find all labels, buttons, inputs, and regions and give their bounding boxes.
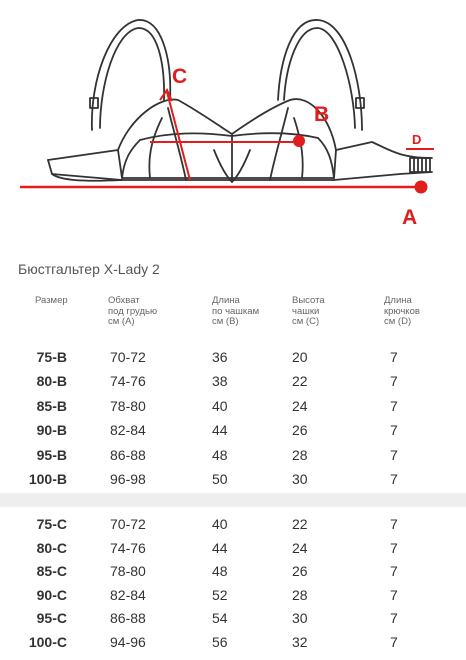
cell-size: 95-B	[36, 446, 67, 463]
cell-size: 100-B	[28, 471, 67, 487]
cell-cup-height: 32	[292, 634, 308, 650]
cell-underbust: 94-96	[110, 634, 146, 650]
table-row: 75-C 70-72 40 22 7	[0, 516, 466, 540]
cell-cup-length: 38	[212, 373, 228, 390]
bra-measurement-diagram: A B C D	[20, 19, 434, 229]
cell-hook-length: 7	[390, 471, 398, 487]
cell-cup-height: 22	[292, 516, 308, 532]
cell-cup-height: 24	[292, 397, 308, 414]
cell-hook-length: 7	[390, 373, 398, 390]
cell-cup-height: 26	[292, 563, 308, 580]
product-title: Бюстгальтер X-Lady 2	[18, 261, 160, 277]
cell-hook-length: 7	[390, 422, 398, 439]
cell-cup-height: 22	[292, 373, 308, 390]
cell-underbust: 82-84	[110, 422, 146, 439]
cell-cup-length: 50	[212, 471, 228, 487]
table-row: 100-C 94-96 56 32 7	[0, 634, 466, 658]
cell-underbust: 86-88	[110, 610, 146, 627]
table-row: 90-C 82-84 52 28 7	[0, 587, 466, 611]
cell-size: 85-B	[36, 397, 67, 414]
cell-hook-length: 7	[390, 349, 398, 365]
cell-underbust: 96-98	[110, 471, 146, 487]
right-strap	[277, 19, 363, 131]
group-divider	[0, 493, 466, 507]
cell-cup-height: 28	[292, 446, 308, 463]
cell-underbust: 86-88	[110, 446, 146, 463]
table-row: 95-B 86-88 48 28 7	[0, 447, 466, 471]
table-row: 85-B 78-80 40 24 7	[0, 398, 466, 422]
cell-size: 95-C	[36, 610, 67, 627]
left-cup	[117, 98, 233, 151]
cell-size: 90-B	[36, 422, 67, 439]
hook-area	[409, 157, 431, 173]
cell-hook-length: 7	[390, 586, 398, 603]
table-row: 95-C 86-88 54 30 7	[0, 610, 466, 634]
col-header-size: Размер	[35, 295, 68, 306]
cell-cup-height: 24	[292, 539, 308, 556]
cell-cup-length: 40	[212, 516, 228, 532]
cell-cup-length: 44	[212, 422, 228, 439]
cell-cup-height: 20	[292, 349, 308, 365]
cell-cup-length: 52	[212, 586, 228, 603]
cell-underbust: 78-80	[110, 563, 146, 580]
cell-size: 85-C	[36, 563, 67, 580]
table-row: 75-B 70-72 36 20 7	[0, 349, 466, 373]
cell-underbust: 78-80	[110, 397, 146, 414]
left-strap	[91, 19, 172, 131]
cell-cup-height: 26	[292, 422, 308, 439]
cell-underbust: 82-84	[110, 586, 146, 603]
cell-cup-length: 48	[212, 563, 228, 580]
cell-underbust: 74-76	[110, 539, 146, 556]
cell-hook-length: 7	[390, 610, 398, 627]
cell-hook-length: 7	[390, 539, 398, 556]
cell-cup-height: 30	[292, 471, 308, 487]
table-row: 80-C 74-76 44 24 7	[0, 540, 466, 564]
cell-size: 100-C	[28, 634, 67, 650]
cell-size: 90-C	[36, 586, 67, 603]
measure-b-dot	[293, 135, 305, 147]
right-cup	[231, 98, 337, 151]
cell-size: 80-C	[36, 539, 67, 556]
cell-cup-height: 30	[292, 610, 308, 627]
table-row: 80-B 74-76 38 22 7	[0, 373, 466, 397]
table-row: 85-C 78-80 48 26 7	[0, 563, 466, 587]
cell-cup-length: 44	[212, 539, 228, 556]
cell-hook-length: 7	[390, 516, 398, 532]
cell-size: 75-B	[36, 349, 67, 365]
label-a: A	[402, 206, 417, 229]
table-row: 100-B 96-98 50 30 7	[0, 471, 466, 495]
label-d: D	[412, 132, 421, 147]
cell-cup-length: 48	[212, 446, 228, 463]
label-c: C	[172, 65, 187, 88]
cell-hook-length: 7	[390, 446, 398, 463]
cell-underbust: 70-72	[110, 516, 146, 532]
cell-cup-length: 36	[212, 349, 228, 365]
table-row: 90-B 82-84 44 26 7	[0, 422, 466, 446]
cell-underbust: 74-76	[110, 373, 146, 390]
measure-a-dot	[414, 180, 428, 194]
cell-hook-length: 7	[390, 563, 398, 580]
cell-size: 80-B	[36, 373, 67, 390]
cell-size: 75-C	[36, 516, 67, 532]
cell-cup-length: 54	[212, 610, 228, 627]
cell-cup-length: 40	[212, 397, 228, 414]
cell-cup-height: 28	[292, 586, 308, 603]
label-b: B	[314, 103, 329, 126]
cell-hook-length: 7	[390, 397, 398, 414]
cell-hook-length: 7	[390, 634, 398, 650]
cell-cup-length: 56	[212, 634, 228, 650]
cell-underbust: 70-72	[110, 349, 146, 365]
measure-c-line	[166, 91, 191, 181]
